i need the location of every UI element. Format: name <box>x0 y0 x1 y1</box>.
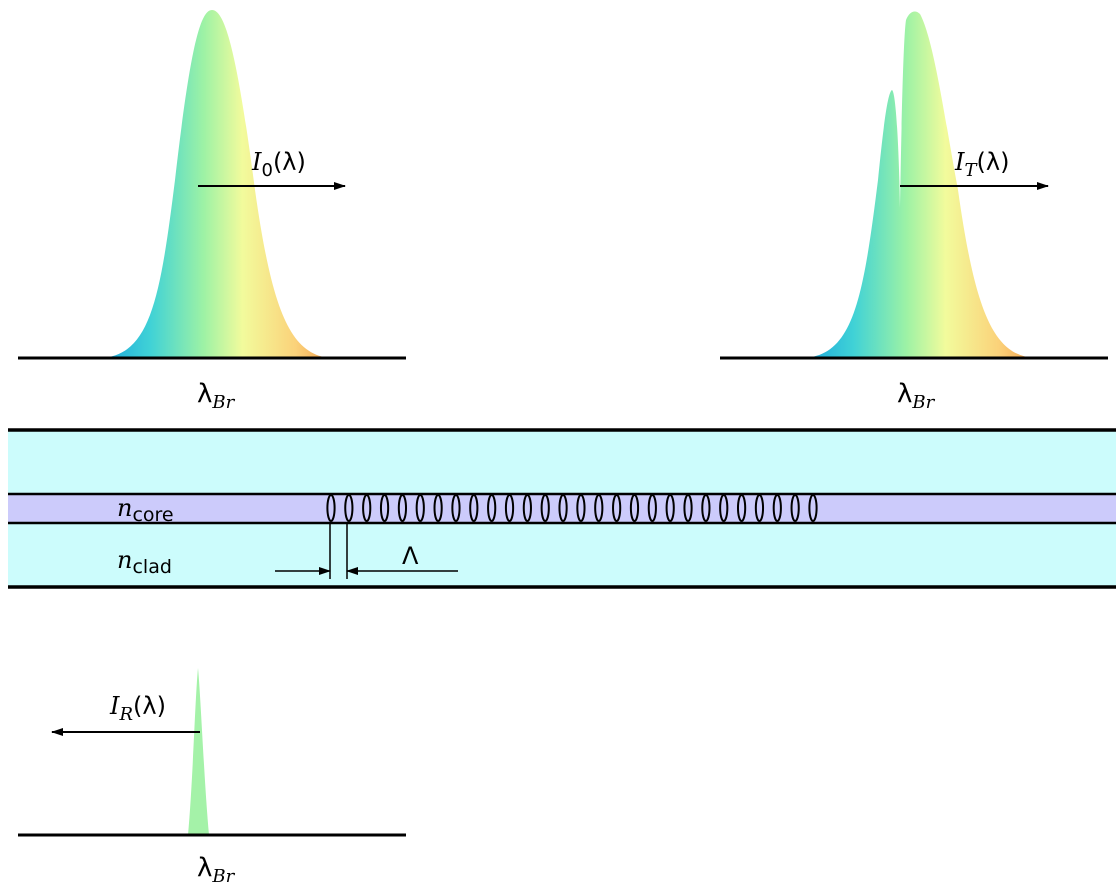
reflected-intensity-label: IR(λ) <box>109 692 166 725</box>
grating-fringe <box>612 494 622 522</box>
transmitted-spectrum: IT(λ) λBr <box>720 11 1108 413</box>
grating-fringe <box>451 494 461 522</box>
core-index-label: ncore <box>117 494 174 526</box>
grating-fringe <box>576 494 586 522</box>
grating-fringe <box>754 494 765 522</box>
grating-fringe <box>504 494 515 522</box>
grating-fringe <box>415 494 425 522</box>
grating-fringe <box>701 494 711 522</box>
grating-fringe <box>719 494 729 522</box>
grating-period-dimension: Λ <box>275 523 458 579</box>
transmitted-intensity-label: IT(λ) <box>954 148 1009 181</box>
grating-fringe <box>665 494 675 522</box>
optical-fiber: ncore nclad Λ <box>8 428 1116 589</box>
grating-fringe <box>772 494 782 522</box>
reflected-spectrum-curve <box>188 668 209 835</box>
bragg-grating <box>326 494 818 522</box>
reflected-wavelength-label: λBr <box>197 853 236 887</box>
grating-fringe <box>629 494 640 522</box>
grating-fringe <box>362 494 372 522</box>
grating-fringe <box>433 494 443 522</box>
grating-fringe <box>558 494 568 522</box>
cladding-index-label: nclad <box>117 546 172 578</box>
grating-fringe <box>647 494 657 522</box>
grating-fringe <box>344 494 354 522</box>
input-spectrum: I0(λ) λBr <box>18 10 406 413</box>
grating-fringe <box>736 494 747 522</box>
input-spectrum-curve <box>100 10 330 358</box>
input-intensity-label: I0(λ) <box>251 148 306 181</box>
grating-fringe <box>522 494 532 522</box>
grating-fringe <box>594 494 604 522</box>
grating-fringe <box>397 494 408 522</box>
core-region <box>8 494 1116 523</box>
grating-fringe <box>469 494 479 522</box>
reflected-spectrum: IR(λ) λBr <box>18 668 406 887</box>
grating-fringe <box>683 494 693 522</box>
grating-fringe <box>379 494 390 522</box>
input-wavelength-label: λBr <box>197 379 236 413</box>
grating-fringe <box>808 494 818 522</box>
grating-fringe <box>790 494 800 522</box>
grating-fringe <box>540 494 550 522</box>
grating-fringe <box>326 494 336 522</box>
transmitted-spectrum-curve <box>803 11 1033 359</box>
transmitted-wavelength-label: λBr <box>897 379 936 413</box>
grating-fringe <box>487 494 497 522</box>
period-label: Λ <box>402 542 419 570</box>
